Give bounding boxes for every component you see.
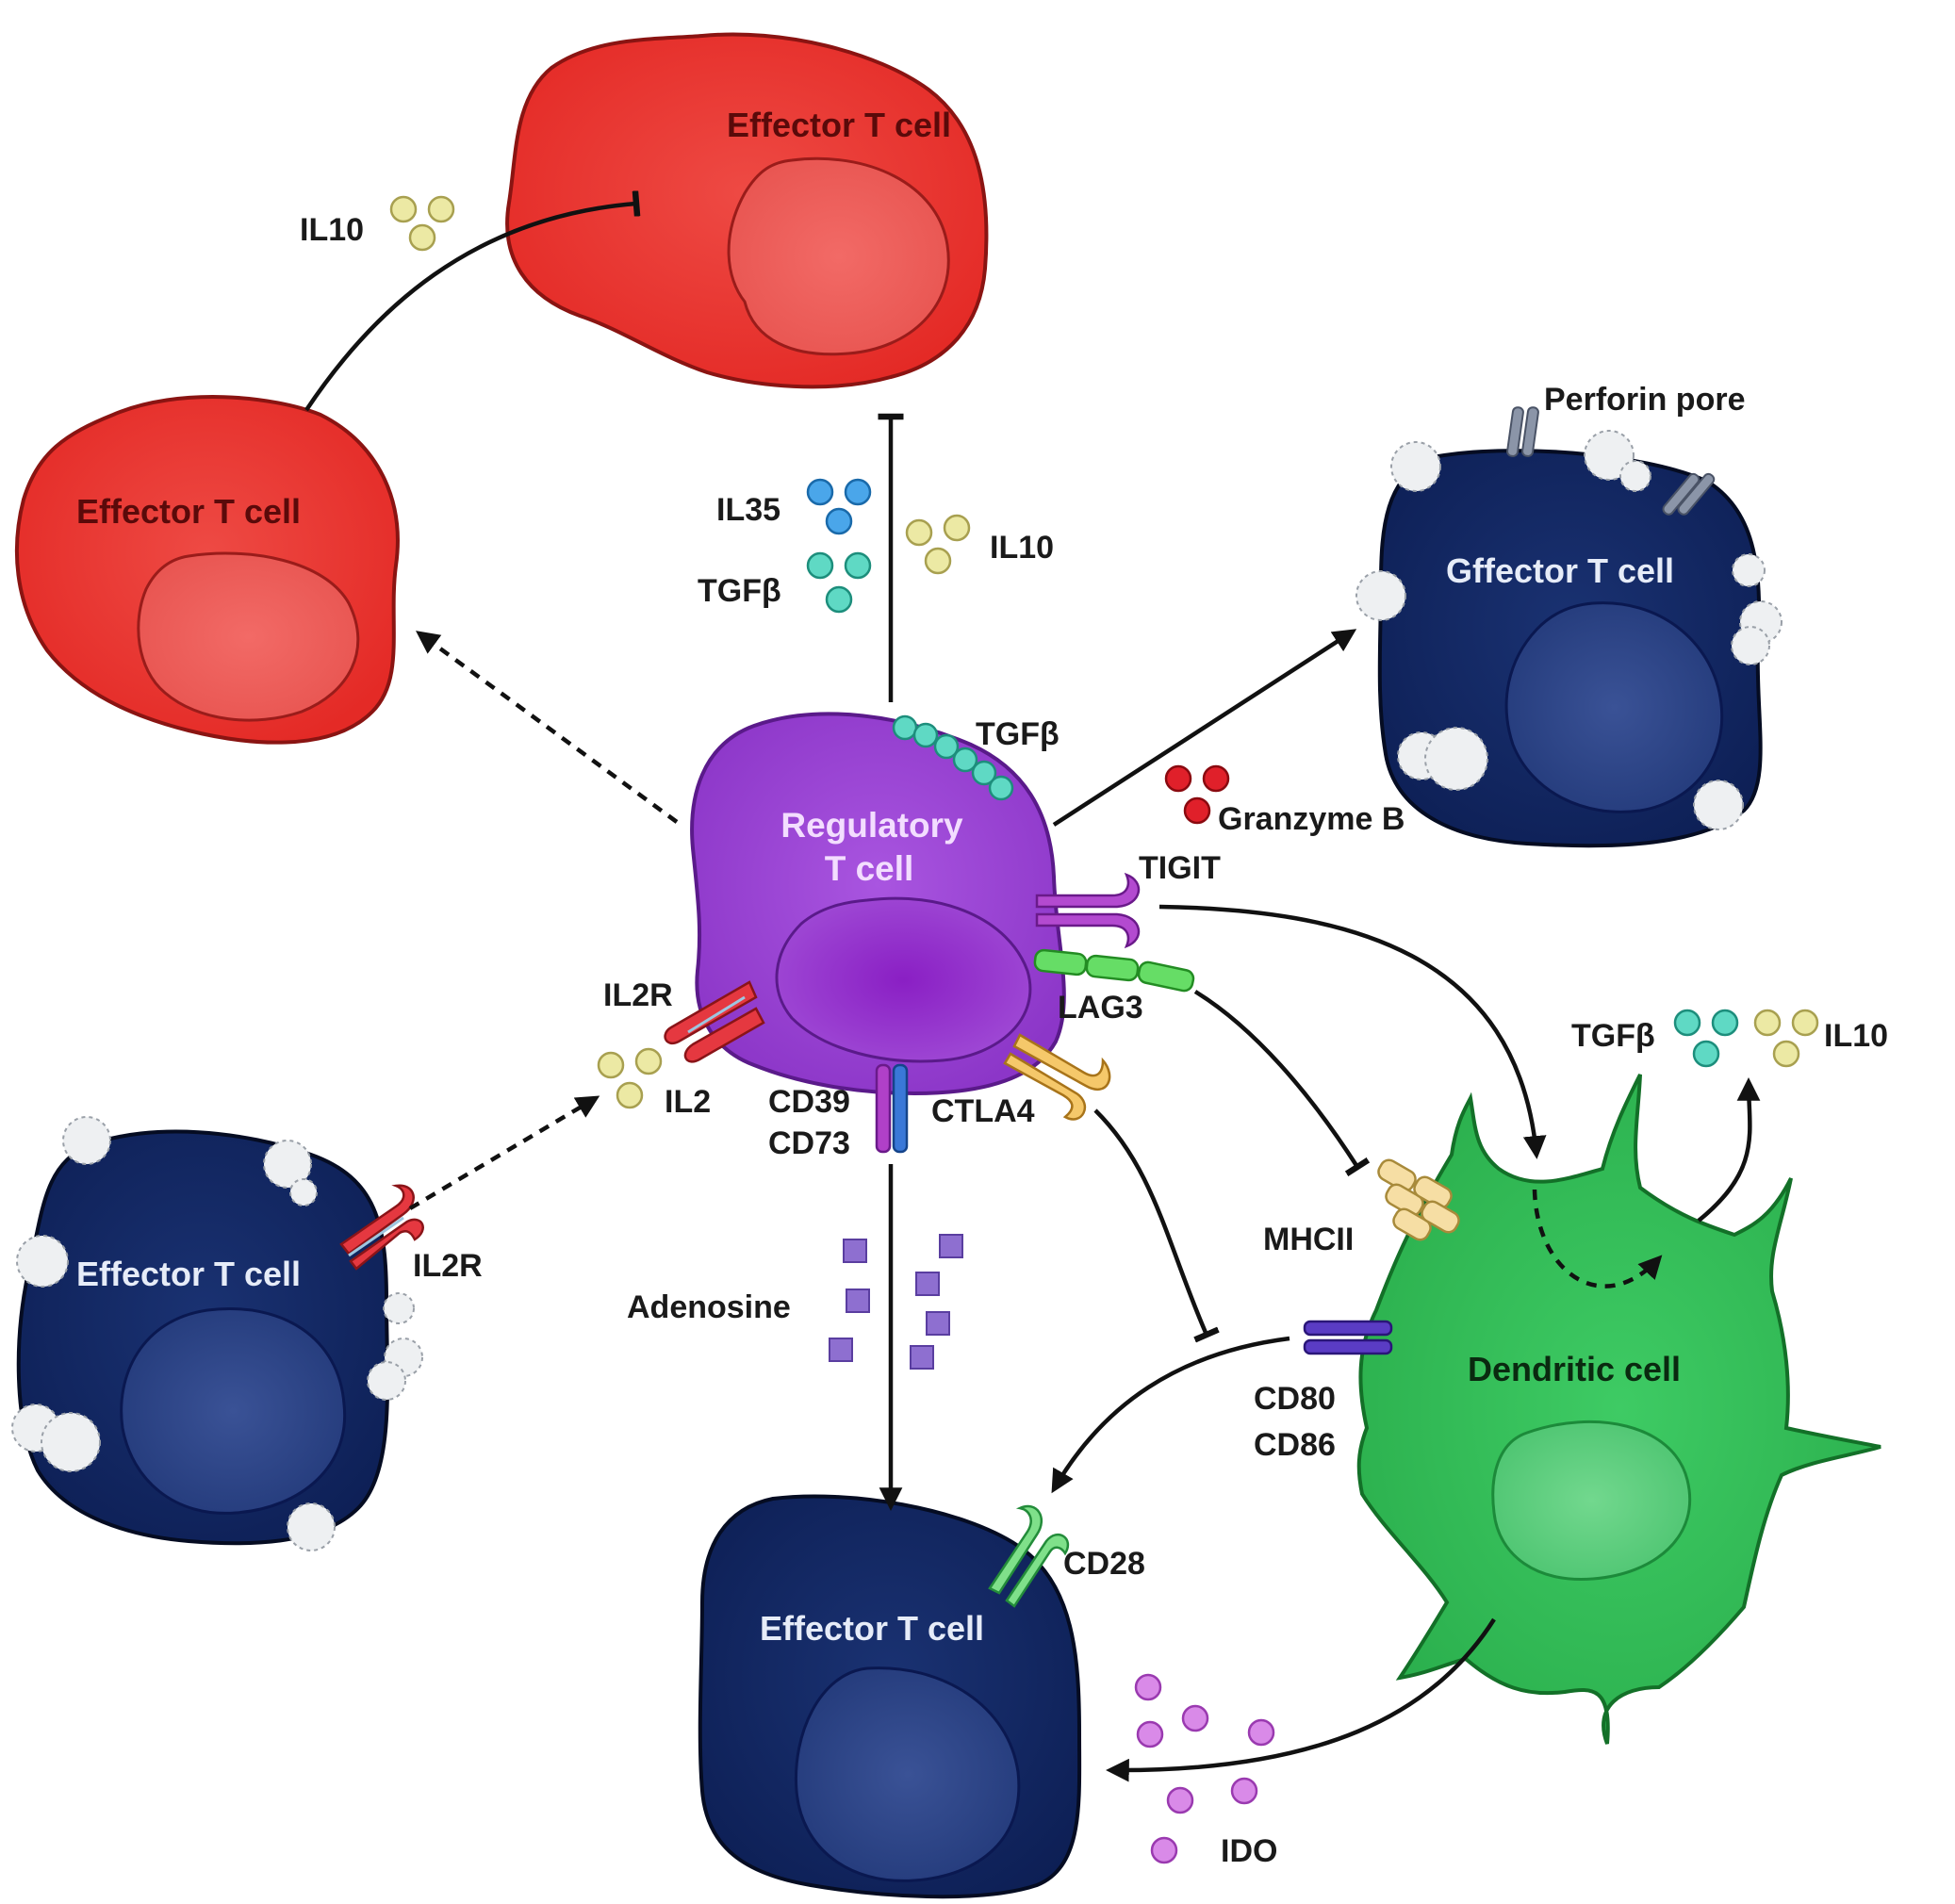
cd39-label: CD39 (768, 1084, 850, 1120)
effector-t-cell-blue-bottom: Effector T cell (698, 1494, 1082, 1899)
il2r-treg-receptor-icon (664, 980, 765, 1063)
effector-t-cell-red-left: Effector T cell (14, 395, 400, 745)
il2r-treg-label: IL2R (603, 977, 673, 1013)
adenosine-label: Adenosine (627, 1289, 791, 1325)
perforin-pore-label: Perforin pore (1544, 382, 1745, 418)
il35-label: IL35 (716, 492, 780, 528)
ido-label: IDO (1221, 1833, 1277, 1869)
cd39-cd73-receptor-icon (875, 1063, 909, 1154)
tigit-to-dc-arrow (1158, 904, 1547, 1159)
effector-t-cell-blue-left: Effector T cell (11, 1116, 423, 1551)
il2r-to-il2-dashed-arrow (408, 1095, 600, 1210)
lag3-label: LAG3 (1058, 990, 1143, 1026)
effector-t-cell-blue-right: Gffector T cell (1355, 406, 1782, 848)
il10-mid-label: IL10 (990, 530, 1054, 566)
il10-top-label: IL10 (300, 212, 364, 248)
il10-dot-icon (1753, 1009, 1819, 1068)
il10-inhibition-arrow (304, 204, 636, 412)
cd80-cd86-receptor-icon (1303, 1320, 1393, 1355)
tgfb-dot-icon (1673, 1009, 1739, 1068)
tgfb-mid-label: TGFβ (698, 573, 781, 609)
granzyme-dot-icon (1164, 764, 1230, 825)
cd86-label: CD86 (1254, 1427, 1336, 1463)
cd80-to-cd28-arrow (1051, 1336, 1290, 1494)
il10-dc-label: IL10 (1824, 1018, 1888, 1054)
granzyme-b-label: Granzyme B (1218, 801, 1405, 837)
regulatory-label-line1: Regulatory (780, 806, 963, 845)
lag3-receptor-icon (1033, 948, 1195, 993)
ctla4-cd80-inhibition-arrow (1093, 1108, 1207, 1335)
dc-internal-dashed-arrow (1532, 1189, 1663, 1288)
ido-arrow (1106, 1617, 1496, 1782)
tgfb-dc-label: TGFβ (1571, 1018, 1655, 1054)
regulatory-label-line2: T cell (825, 849, 914, 888)
mhcii-receptor-icon (1377, 1158, 1460, 1241)
ctla4-receptor-icon (1003, 1033, 1111, 1121)
il2r-effector-receptor-icon (339, 1184, 424, 1271)
granzyme-arrow (1052, 629, 1357, 827)
tgfb-surface-bead-icon (892, 714, 1014, 801)
cytotoxic-granule-icon (11, 1116, 423, 1551)
labels: IL10 IL35 TGFβ IL10 TGFβ Perforin pore G… (300, 212, 1888, 1869)
adenosine-square-icon (829, 1234, 963, 1370)
tigit-label: TIGIT (1139, 850, 1221, 886)
ido-dot-icon (1134, 1673, 1275, 1864)
il35-dot-icon (806, 478, 872, 535)
tgfb-dot-icon (806, 551, 872, 614)
treg-to-effector-dashed-arrow (416, 631, 679, 824)
arrows (304, 204, 1761, 1782)
cd73-label: CD73 (768, 1125, 850, 1161)
il2r-effector-label: IL2R (413, 1248, 483, 1284)
cd28-receptor-icon (988, 1504, 1070, 1608)
il2-label: IL2 (665, 1084, 711, 1120)
dc-cytokine-secretion-arrow (1697, 1077, 1761, 1223)
il10-dot-icon (389, 195, 455, 252)
effector-blue-bottom-label: Effector T cell (760, 1609, 984, 1648)
lag3-mhcii-inhibition-arrow (1193, 990, 1357, 1167)
cd80-label: CD80 (1254, 1381, 1336, 1417)
effector-blue-left-label: Effector T cell (76, 1255, 301, 1293)
dendritic-cell: Dendritic cell (1356, 1074, 1881, 1745)
tgfb-surface-label: TGFβ (976, 716, 1060, 752)
effector-red-top-label: Effector T cell (727, 106, 951, 144)
effector-red-left-label: Effector T cell (76, 492, 301, 531)
cytotoxic-granule-icon (1355, 430, 1782, 830)
il2-dot-icon (597, 1047, 663, 1109)
regulatory-t-cell: Regulatory T cell (690, 712, 1066, 1096)
tigit-receptor-icon (1035, 872, 1141, 949)
effector-t-cell-red-top: Effector T cell (505, 32, 989, 389)
mhcii-label: MHCII (1263, 1222, 1354, 1257)
effector-blue-right-label: Gffector T cell (1446, 551, 1674, 590)
perforin-pore-icon (1506, 406, 1716, 516)
il10-dot-icon (905, 514, 971, 575)
cd28-label: CD28 (1063, 1546, 1145, 1582)
dendritic-cell-label: Dendritic cell (1468, 1350, 1681, 1388)
ctla4-label: CTLA4 (931, 1093, 1035, 1129)
